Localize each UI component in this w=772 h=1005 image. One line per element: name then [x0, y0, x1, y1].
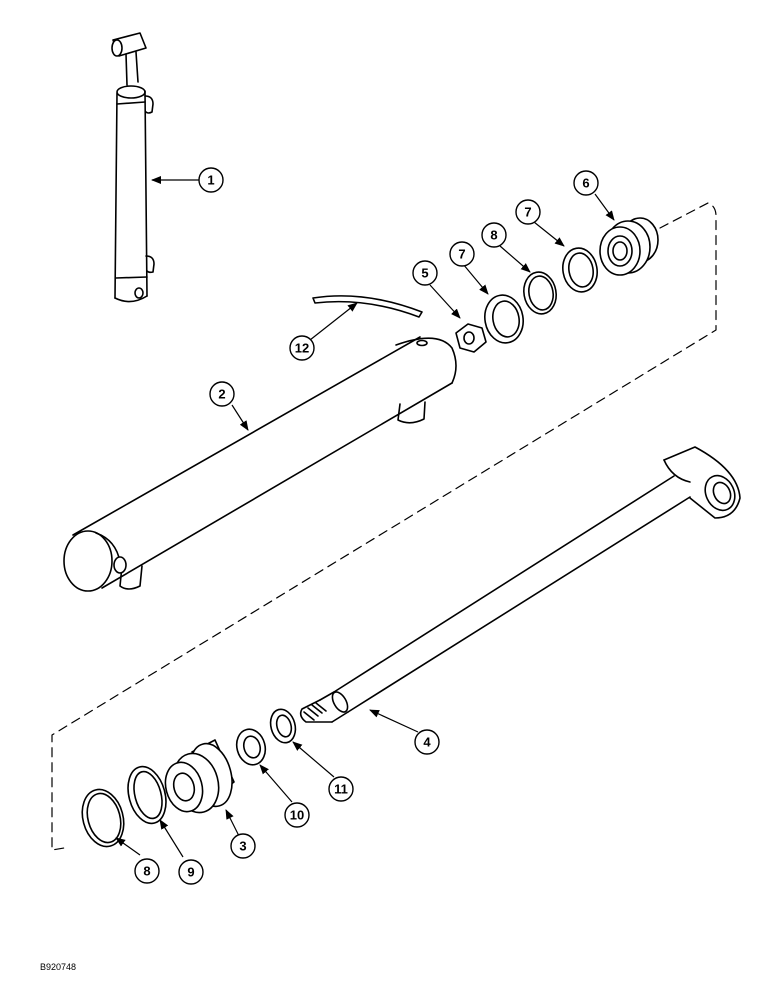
- wear-strip: [312, 295, 423, 318]
- callout-label: 11: [334, 782, 348, 797]
- callout-11: 11: [328, 776, 354, 802]
- callout-3: 3: [230, 833, 256, 859]
- callout-label: 7: [524, 205, 531, 220]
- callout-5: 5: [412, 260, 438, 286]
- drawing-id: B920748: [40, 962, 77, 972]
- callout-7-upper: 7: [449, 241, 475, 267]
- gland-6: [599, 217, 659, 276]
- callout-10: 10: [284, 802, 310, 828]
- callout-label: 9: [187, 865, 194, 880]
- callout-label: 12: [295, 341, 309, 356]
- ring-8-upper: [523, 271, 557, 315]
- callout-label: 10: [290, 808, 304, 823]
- callout-label: 6: [582, 176, 589, 191]
- callout-12: 12: [289, 335, 315, 361]
- callout-8-upper: 8: [481, 222, 507, 248]
- callout-2: 2: [209, 381, 235, 407]
- callout-9: 9: [178, 859, 204, 885]
- piston-rod: [299, 446, 741, 723]
- ring-9: [127, 765, 167, 825]
- callout-label: 2: [218, 387, 225, 402]
- assembled-cylinder: [111, 32, 155, 303]
- assembly-dashed-line: [51, 202, 717, 851]
- callout-7-right: 7: [515, 199, 541, 225]
- ring-10: [235, 728, 267, 766]
- ring-11: [269, 708, 297, 744]
- piston-3: [164, 739, 235, 814]
- callout-label: 1: [207, 173, 214, 188]
- callouts: 1 2 3 4 5 6 7 7 8 8 9 10 11 12: [134, 167, 599, 885]
- ring-8-lower: [81, 788, 125, 848]
- callout-label: 8: [143, 864, 150, 879]
- callout-label: 3: [239, 839, 246, 854]
- leader-lines: [115, 176, 615, 858]
- lock-nut: [455, 323, 487, 353]
- callout-4: 4: [414, 729, 440, 755]
- cylinder-barrel: [63, 336, 457, 592]
- callout-8-lower: 8: [134, 858, 160, 884]
- callout-label: 8: [490, 228, 497, 243]
- callout-1: 1: [198, 167, 224, 193]
- callout-label: 4: [423, 735, 431, 750]
- callout-label: 5: [421, 266, 428, 281]
- callout-6: 6: [573, 170, 599, 196]
- ring-7-upper: [484, 294, 524, 344]
- ring-7-right: [562, 247, 598, 293]
- callout-label: 7: [458, 247, 465, 262]
